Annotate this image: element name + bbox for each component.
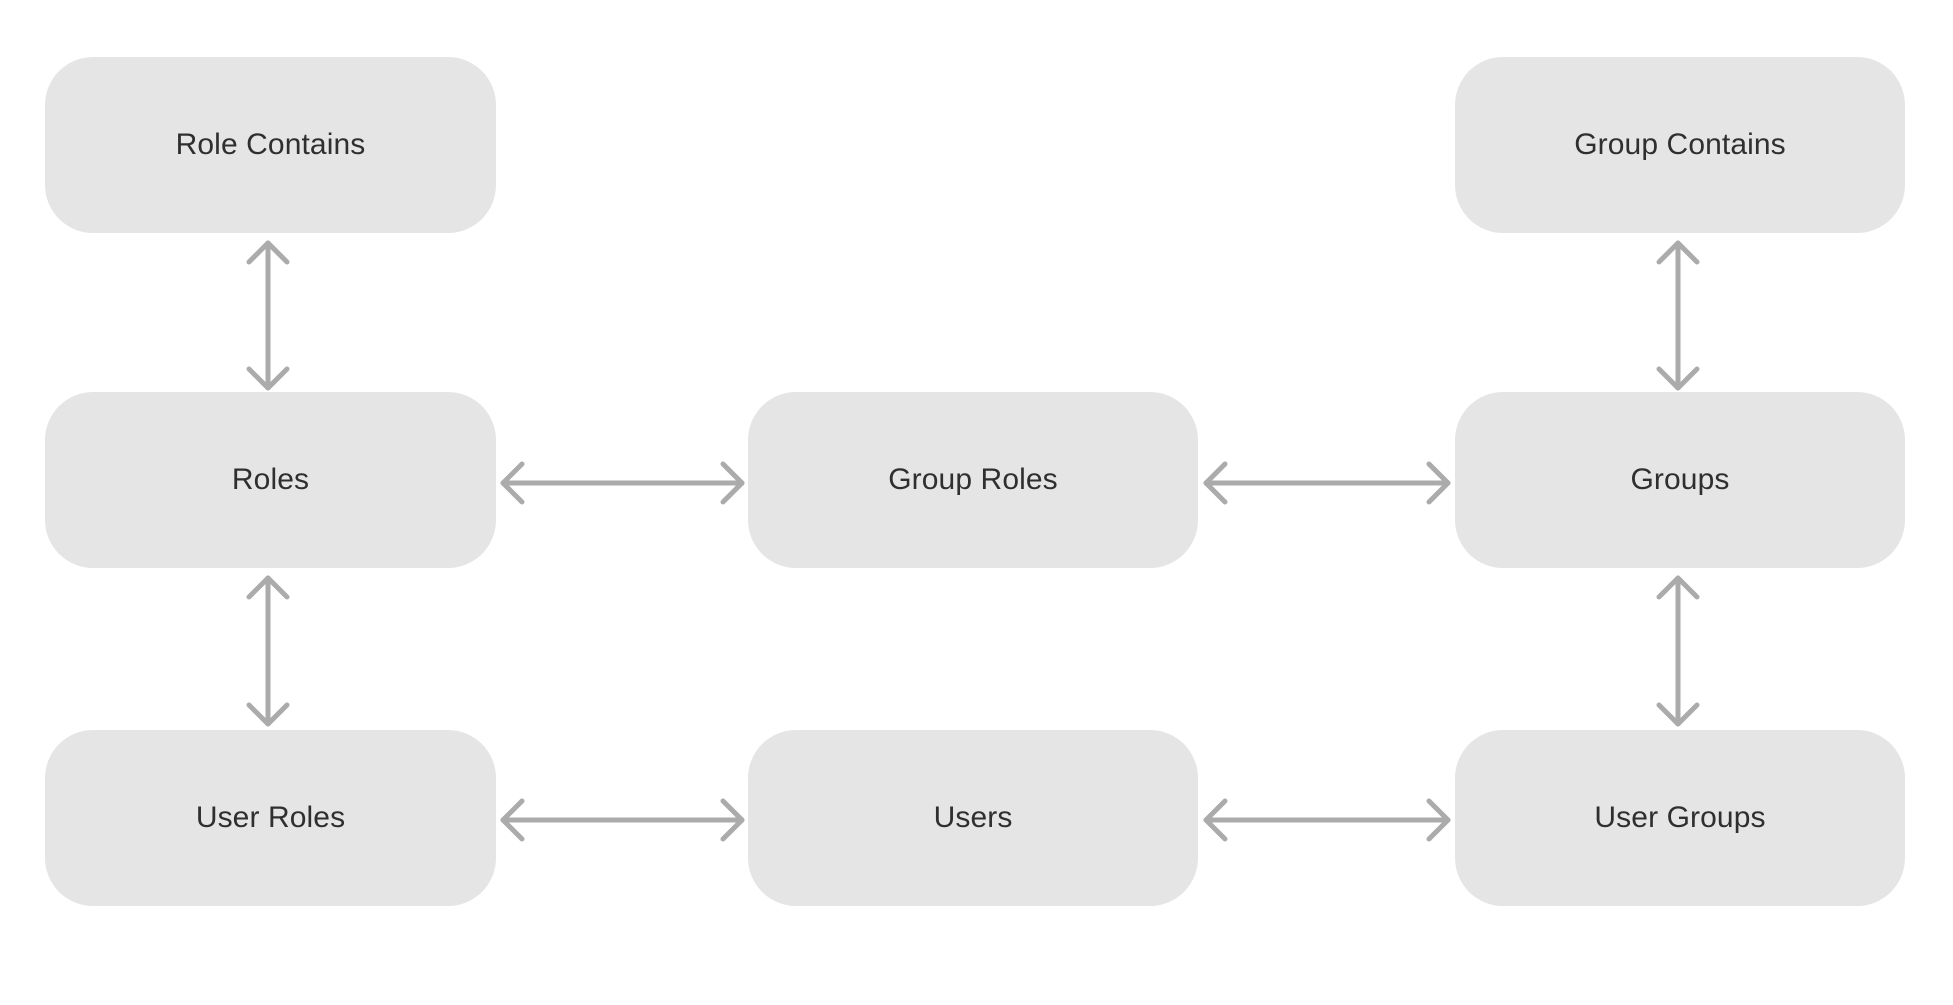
node-label-group-roles: Group Roles: [888, 462, 1058, 496]
node-label-user-roles: User Roles: [195, 800, 346, 834]
edge-role-contains-roles: [246, 240, 290, 391]
node-user-groups[interactable]: User Groups: [1455, 730, 1905, 906]
edge-roles-group-roles: [500, 461, 745, 505]
node-group-roles[interactable]: Group Roles: [748, 392, 1198, 568]
edge-group-roles-groups: [1203, 461, 1451, 505]
edge-user-roles-users: [500, 798, 745, 842]
node-label-roles: Roles: [231, 462, 310, 496]
edge-users-user-groups: [1203, 798, 1451, 842]
node-user-roles[interactable]: User Roles: [45, 730, 496, 906]
node-roles[interactable]: Roles: [45, 392, 496, 568]
node-role-contains[interactable]: Role Contains: [45, 57, 496, 233]
node-label-user-groups: User Groups: [1594, 800, 1766, 834]
node-users[interactable]: Users: [748, 730, 1198, 906]
edge-groups-user-groups: [1656, 575, 1700, 727]
node-label-groups: Groups: [1630, 462, 1730, 496]
node-label-users: Users: [933, 800, 1013, 834]
node-groups[interactable]: Groups: [1455, 392, 1905, 568]
edge-group-contains-groups: [1656, 240, 1700, 391]
node-label-group-contains: Group Contains: [1574, 127, 1786, 161]
node-label-role-contains: Role Contains: [175, 127, 366, 161]
edge-roles-user-roles: [246, 575, 290, 727]
node-group-contains[interactable]: Group Contains: [1455, 57, 1905, 233]
